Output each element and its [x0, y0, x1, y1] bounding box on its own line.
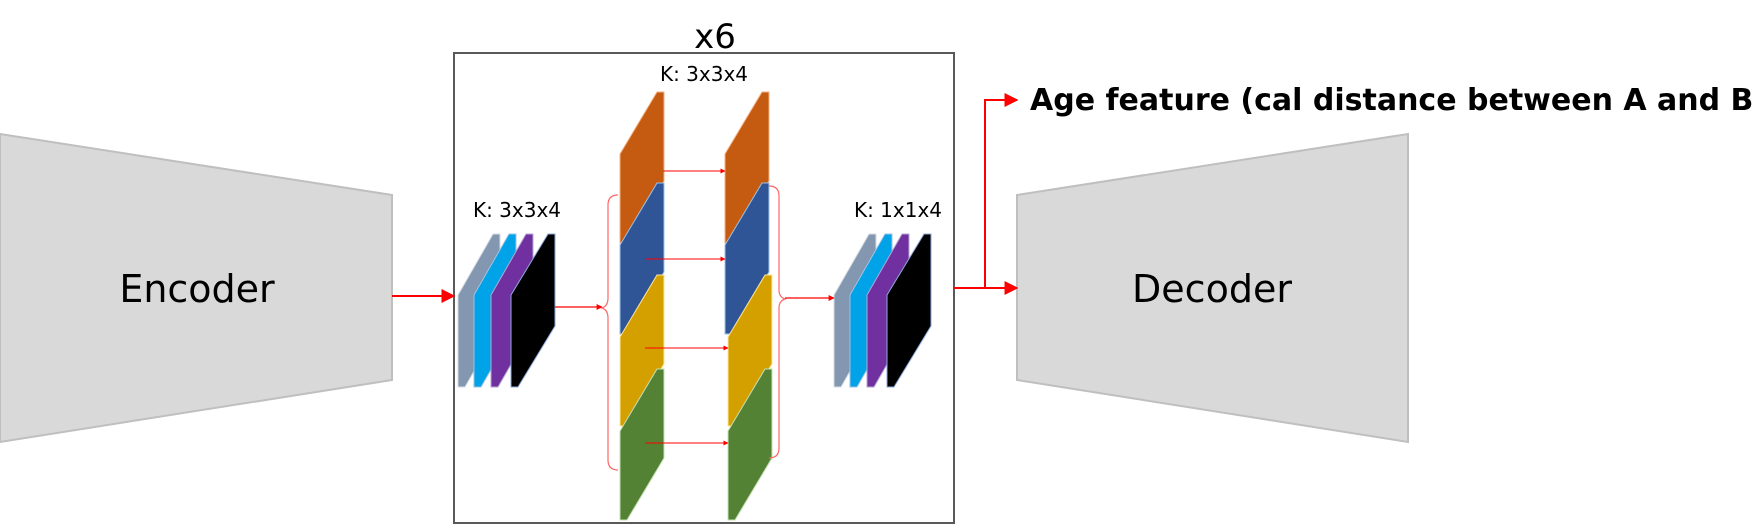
output-layer-black — [886, 233, 932, 388]
right-layer-green — [727, 368, 773, 521]
input-layer-black — [510, 233, 556, 388]
left-group-layers — [619, 91, 665, 521]
encoder-label: Encoder — [119, 267, 275, 311]
merge-brace — [768, 185, 787, 459]
left-layer-green — [619, 368, 665, 521]
repeat-count-label: x6 — [694, 17, 736, 57]
middle-kernel-label: K: 3x3x4 — [660, 62, 748, 86]
age-feature-label: Age feature (cal distance between A and … — [1030, 83, 1753, 118]
flow-arrows — [392, 93, 1019, 446]
decoder-label: Decoder — [1132, 267, 1292, 311]
encoder-block: Encoder — [0, 132, 393, 444]
input-kernel-label: K: 3x3x4 — [473, 198, 561, 222]
input-conv-layers — [457, 233, 556, 388]
output-kernel-label: K: 1x1x4 — [854, 198, 942, 222]
right-group-layers — [724, 91, 773, 521]
output-conv-layers — [833, 233, 932, 388]
decoder-block: Decoder — [1016, 132, 1409, 444]
arrow-to-age-feature — [984, 93, 1019, 288]
